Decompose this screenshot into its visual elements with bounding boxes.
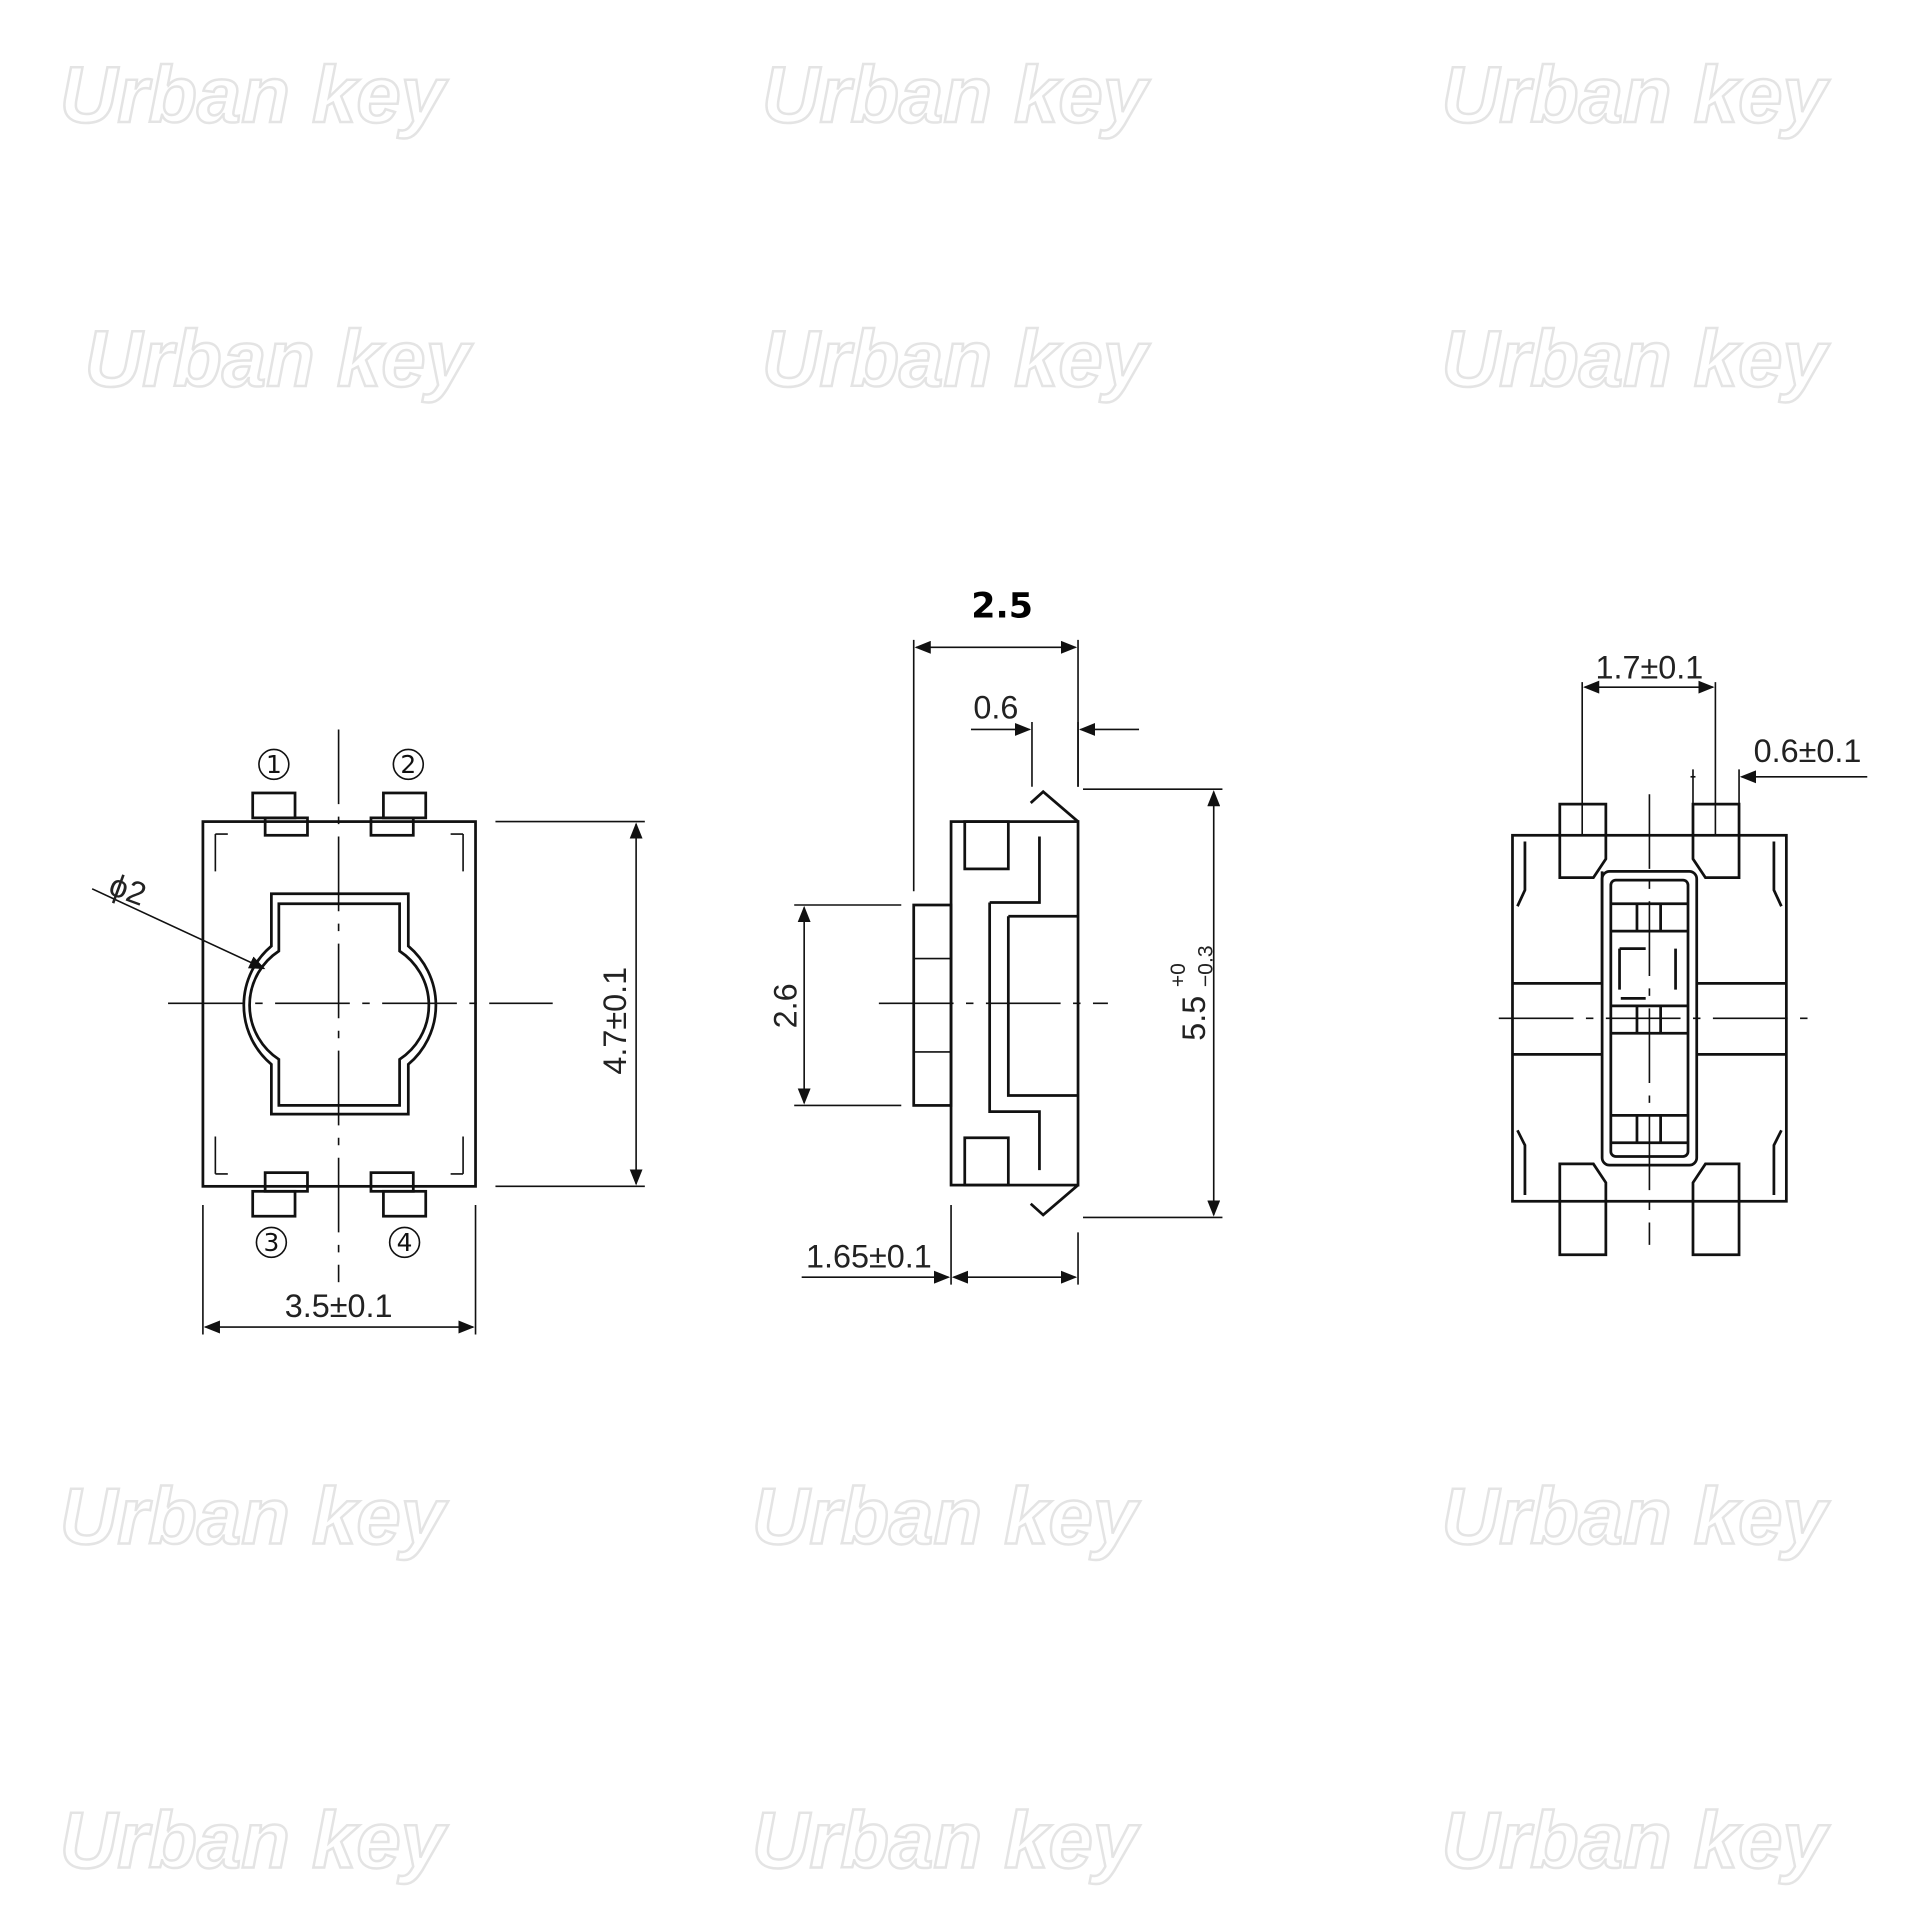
watermark: Urban key — [762, 314, 1151, 403]
pad-width-dim: 0.6±0.1 — [1754, 733, 1862, 769]
watermark: Urban key — [60, 1472, 449, 1561]
actuator-dim: 2.6 — [768, 983, 804, 1028]
front-view: 1 2 3 4 ϕ2 4.7±0.1 3.5±0.1 — [91, 729, 645, 1335]
pin-label-3: 3 — [263, 1228, 279, 1257]
bottom-view: 1.7±0.1 0.6±0.1 — [1498, 649, 1868, 1257]
width-dim: 3.5±0.1 — [285, 1288, 393, 1324]
watermark: Urban key — [752, 1795, 1141, 1884]
watermarks: Urban key Urban key Urban key Urban key … — [59, 49, 1832, 1886]
length-tol-minus: −0.3 — [1194, 945, 1217, 987]
watermark: Urban key — [60, 50, 449, 139]
body-dim: 1.65±0.1 — [806, 1238, 932, 1274]
side-view: 2.5 0.6 2.6 5.5 +0 −0.3 1.65±0.1 — [768, 586, 1223, 1285]
watermark: Urban key — [1442, 314, 1831, 403]
watermark: Urban key — [85, 314, 474, 403]
pin-label-2: 2 — [400, 750, 416, 779]
pin-label-1: 1 — [266, 750, 282, 779]
watermark: Urban key — [1442, 1795, 1831, 1884]
watermark: Urban key — [1442, 50, 1831, 139]
pin-label-4: 4 — [397, 1228, 413, 1257]
watermark: Urban key — [752, 1472, 1141, 1561]
length-dim: 5.5 — [1176, 996, 1212, 1041]
watermark: Urban key — [60, 1795, 449, 1884]
diameter-dim: ϕ2 — [105, 867, 151, 913]
length-tol-plus: +0 — [1167, 963, 1190, 987]
depth-dim: 2.5 — [971, 586, 1033, 626]
lip-dim: 0.6 — [973, 689, 1018, 725]
watermark: Urban key — [1442, 1472, 1831, 1561]
watermark: Urban key — [762, 50, 1151, 139]
height-dim: 4.7±0.1 — [597, 967, 633, 1075]
pad-pitch-dim: 1.7±0.1 — [1596, 649, 1704, 685]
